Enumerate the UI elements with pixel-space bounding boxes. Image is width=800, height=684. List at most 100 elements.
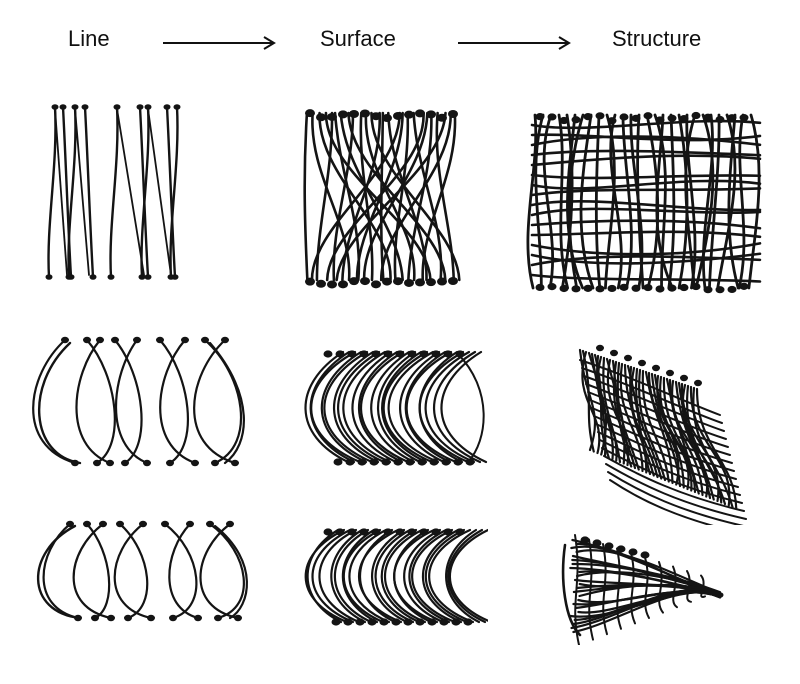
wire-knot	[173, 104, 181, 110]
wire-strand	[199, 522, 240, 620]
wire-strand	[163, 522, 198, 620]
wire-knot	[619, 113, 629, 121]
wire-knot	[371, 112, 381, 121]
wire-strand	[381, 350, 428, 464]
wire-strand	[609, 479, 714, 525]
wire-knot	[83, 520, 91, 528]
wire-strand	[694, 113, 715, 290]
wire-strand	[629, 365, 655, 477]
wire-knot	[316, 279, 326, 288]
wire-knot	[161, 520, 169, 528]
panel-structure-cone	[561, 534, 724, 645]
wire-strand	[315, 111, 334, 282]
wire-strand	[424, 350, 476, 464]
wire-knot	[583, 284, 593, 292]
wire-knot	[443, 350, 453, 358]
wire-knot	[415, 618, 425, 626]
right-arrow-icon	[163, 36, 276, 50]
wire-knot	[136, 104, 144, 110]
wire-knot	[592, 539, 602, 547]
wire-knot	[455, 528, 465, 536]
wire-knot	[333, 458, 343, 466]
wire-strand	[85, 522, 111, 620]
wire-strand	[644, 556, 650, 619]
wire-knot	[395, 528, 405, 536]
wire-knot	[113, 104, 121, 110]
wire-knot	[382, 114, 392, 123]
wire-knot	[580, 536, 590, 544]
wire-knot	[59, 104, 67, 110]
wire-knot	[415, 109, 425, 118]
wire-knot	[379, 618, 389, 626]
wire-knot	[45, 274, 53, 280]
wire-strand	[341, 111, 381, 282]
wire-knot	[383, 528, 393, 536]
wire-knot	[347, 528, 357, 536]
wire-knot	[431, 350, 441, 358]
wire-knot	[163, 104, 171, 110]
wire-knot	[404, 110, 414, 119]
wire-strand	[370, 350, 416, 464]
wire-strand	[75, 338, 112, 465]
wire-knot	[99, 520, 107, 528]
wire-knot	[667, 114, 677, 122]
wire-knot	[694, 379, 702, 387]
wire-knot	[393, 111, 403, 120]
wire-knot	[383, 350, 393, 358]
wire-strand	[393, 111, 410, 282]
panel-surface-curved	[304, 350, 488, 466]
wire-knot	[443, 528, 453, 536]
wire-knot	[595, 112, 605, 120]
wire-knot	[393, 458, 403, 466]
wire-strand	[115, 338, 149, 465]
wire-strand	[306, 528, 343, 624]
wire-knot	[619, 283, 629, 291]
wire-knot	[559, 116, 569, 125]
wire-strand	[526, 113, 538, 290]
wire-strand	[159, 338, 197, 465]
wire-knot	[166, 459, 174, 467]
wire-knot	[106, 459, 114, 467]
wire-knot	[147, 614, 155, 622]
wire-strand	[583, 375, 725, 432]
wire-knot	[51, 104, 59, 110]
wire-strand	[659, 375, 693, 492]
wire-knot	[143, 459, 151, 467]
wire-knot	[451, 618, 461, 626]
wire-strand	[38, 341, 82, 465]
wire-knot	[360, 277, 370, 286]
wire-strand	[424, 528, 469, 624]
wire-knot	[628, 548, 638, 556]
wire-strand	[530, 119, 762, 130]
wire-strand	[422, 528, 463, 624]
wire-knot	[316, 113, 326, 122]
wire-strand	[530, 179, 762, 190]
wire-knot	[338, 110, 348, 119]
panel-line-curved	[32, 336, 245, 467]
wire-knot	[607, 284, 617, 293]
wire-strand	[593, 415, 735, 472]
wire-strand	[686, 570, 692, 603]
wire-strand	[684, 113, 697, 290]
wire-strand	[650, 372, 682, 488]
wire-strand	[591, 407, 733, 464]
wire-strand	[635, 367, 663, 480]
wire-knot	[355, 618, 365, 626]
wire-strand	[342, 528, 385, 624]
wire-knot	[381, 458, 391, 466]
wire-strand	[530, 187, 762, 197]
wire-strand	[310, 350, 362, 464]
wire-strand	[672, 565, 678, 609]
wire-strand	[399, 350, 446, 464]
wire-strand	[448, 528, 488, 622]
wire-strand	[168, 522, 200, 620]
wire-knot	[93, 459, 101, 467]
wire-knot	[367, 618, 377, 626]
wire-strand	[747, 113, 761, 290]
wire-strand	[685, 113, 697, 290]
wire-knot	[667, 284, 677, 292]
wire-knot	[167, 274, 175, 280]
wire-knot	[666, 369, 674, 377]
wire-knot	[133, 336, 141, 344]
wire-strand	[530, 230, 762, 239]
